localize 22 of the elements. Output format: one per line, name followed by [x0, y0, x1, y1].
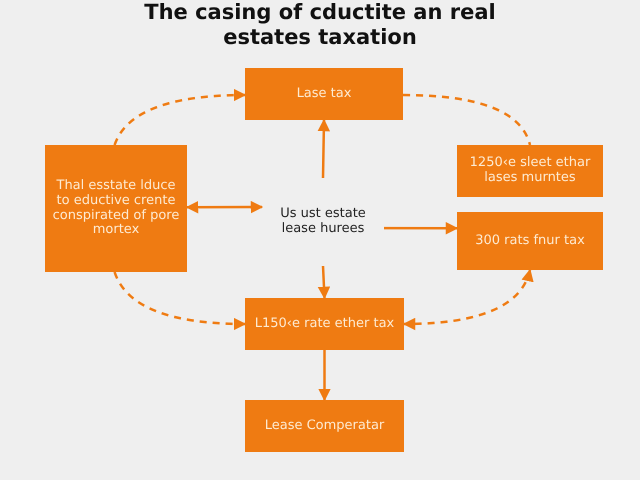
node-text: Thal esstate lduce to eductive crente conspirated of pore mortex: [52, 178, 180, 238]
arrow: [186, 200, 264, 214]
node-text: Lase tax: [296, 86, 352, 102]
dashed-arrow: [113, 272, 246, 330]
node-text: Us ust estate lease hurees: [279, 207, 367, 237]
arrow: [318, 350, 331, 402]
diagram-title: The casing of cductite an real estates taxation: [143, 0, 497, 50]
process-box: [245, 298, 404, 350]
arrow: [384, 222, 458, 234]
node-text: 1250‹e sleet ethar lases murntes: [468, 156, 592, 186]
node-text: 300 rats fnur tax: [475, 234, 585, 248]
dashed-arrow: [113, 89, 246, 146]
arrow: [318, 118, 330, 178]
arrow: [318, 266, 330, 300]
node-text: L150‹e rate ether tax: [254, 316, 394, 332]
process-box: [457, 212, 603, 270]
process-box: [457, 145, 603, 197]
node-text: Lease Comperatar: [264, 418, 384, 434]
process-box: [45, 145, 187, 272]
dashed-arrow: [402, 268, 533, 330]
process-box: [245, 68, 403, 120]
process-box: [245, 400, 404, 452]
